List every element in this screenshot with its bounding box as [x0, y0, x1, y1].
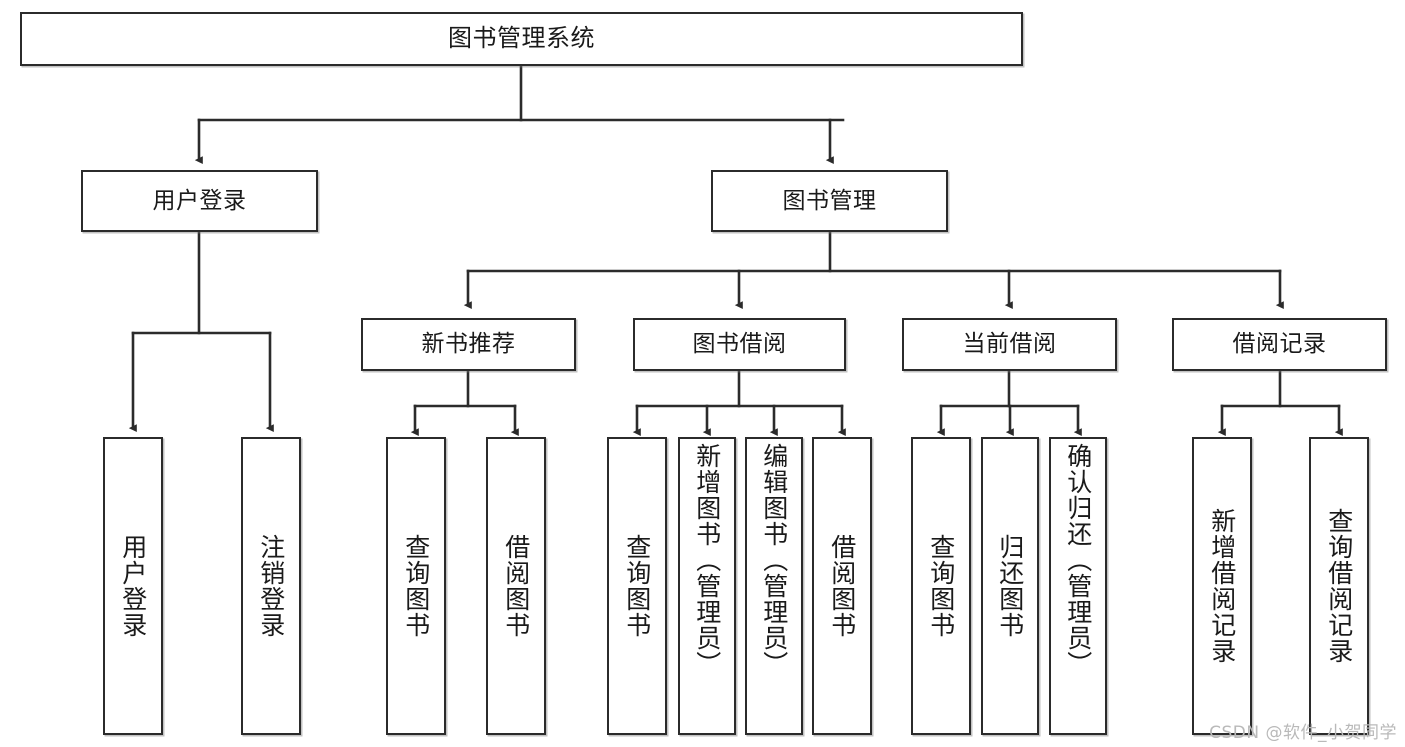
leaf-book-borrow-borrow[interactable]: 借阅图书 — [812, 437, 872, 735]
node-book-management[interactable]: 图书管理 — [711, 170, 948, 232]
leaf-book-borrow-borrow-label: 借阅图书 — [827, 534, 857, 638]
node-user-login-label: 用户登录 — [152, 187, 247, 214]
leaf-book-borrow-query-label: 查询图书 — [622, 534, 652, 638]
node-book-borrow-label: 图书借阅 — [692, 331, 787, 358]
leaf-borrow-record-add-label: 新增借阅记录 — [1207, 508, 1237, 664]
leaf-current-borrow-query-label: 查询图书 — [926, 534, 956, 638]
leaf-current-borrow-return[interactable]: 归还图书 — [981, 437, 1039, 735]
leaf-book-borrow-edit[interactable]: 编辑图书（管理员） — [745, 437, 803, 735]
node-root-system[interactable]: 图书管理系统 — [20, 12, 1023, 66]
node-borrow-record[interactable]: 借阅记录 — [1172, 318, 1387, 371]
leaf-borrow-record-add[interactable]: 新增借阅记录 — [1192, 437, 1252, 735]
leaf-current-borrow-confirm[interactable]: 确认归还（管理员） — [1049, 437, 1107, 735]
leaf-borrow-record-query[interactable]: 查询借阅记录 — [1309, 437, 1369, 735]
node-book-borrow[interactable]: 图书借阅 — [633, 318, 846, 371]
node-current-borrow-label: 当前借阅 — [962, 331, 1057, 358]
leaf-borrow-record-query-label: 查询借阅记录 — [1324, 508, 1354, 664]
leaf-user-login-signout[interactable]: 注销登录 — [241, 437, 301, 735]
node-new-book-recommend[interactable]: 新书推荐 — [361, 318, 576, 371]
leaf-current-borrow-query[interactable]: 查询图书 — [911, 437, 971, 735]
leaf-user-login-signout-label: 注销登录 — [256, 534, 286, 638]
leaf-current-borrow-confirm-label: 确认归还（管理员） — [1063, 443, 1093, 677]
node-borrow-record-label: 借阅记录 — [1232, 331, 1327, 358]
leaf-new-book-query[interactable]: 查询图书 — [386, 437, 446, 735]
node-book-management-label: 图书管理 — [782, 187, 877, 214]
leaf-book-borrow-edit-label: 编辑图书（管理员） — [759, 443, 789, 677]
leaf-current-borrow-return-label: 归还图书 — [995, 534, 1025, 638]
leaf-user-login-signin-label: 用户登录 — [118, 534, 148, 638]
node-user-login[interactable]: 用户登录 — [81, 170, 318, 232]
leaf-book-borrow-query[interactable]: 查询图书 — [607, 437, 667, 735]
leaf-new-book-borrow[interactable]: 借阅图书 — [486, 437, 546, 735]
leaf-book-borrow-add[interactable]: 新增图书（管理员） — [678, 437, 736, 735]
node-current-borrow[interactable]: 当前借阅 — [902, 318, 1117, 371]
node-root-system-label: 图书管理系统 — [448, 24, 595, 53]
leaf-new-book-borrow-label: 借阅图书 — [501, 534, 531, 638]
leaf-book-borrow-add-label: 新增图书（管理员） — [692, 443, 722, 677]
node-new-book-recommend-label: 新书推荐 — [421, 331, 516, 358]
leaf-user-login-signin[interactable]: 用户登录 — [103, 437, 163, 735]
leaf-new-book-query-label: 查询图书 — [401, 534, 431, 638]
